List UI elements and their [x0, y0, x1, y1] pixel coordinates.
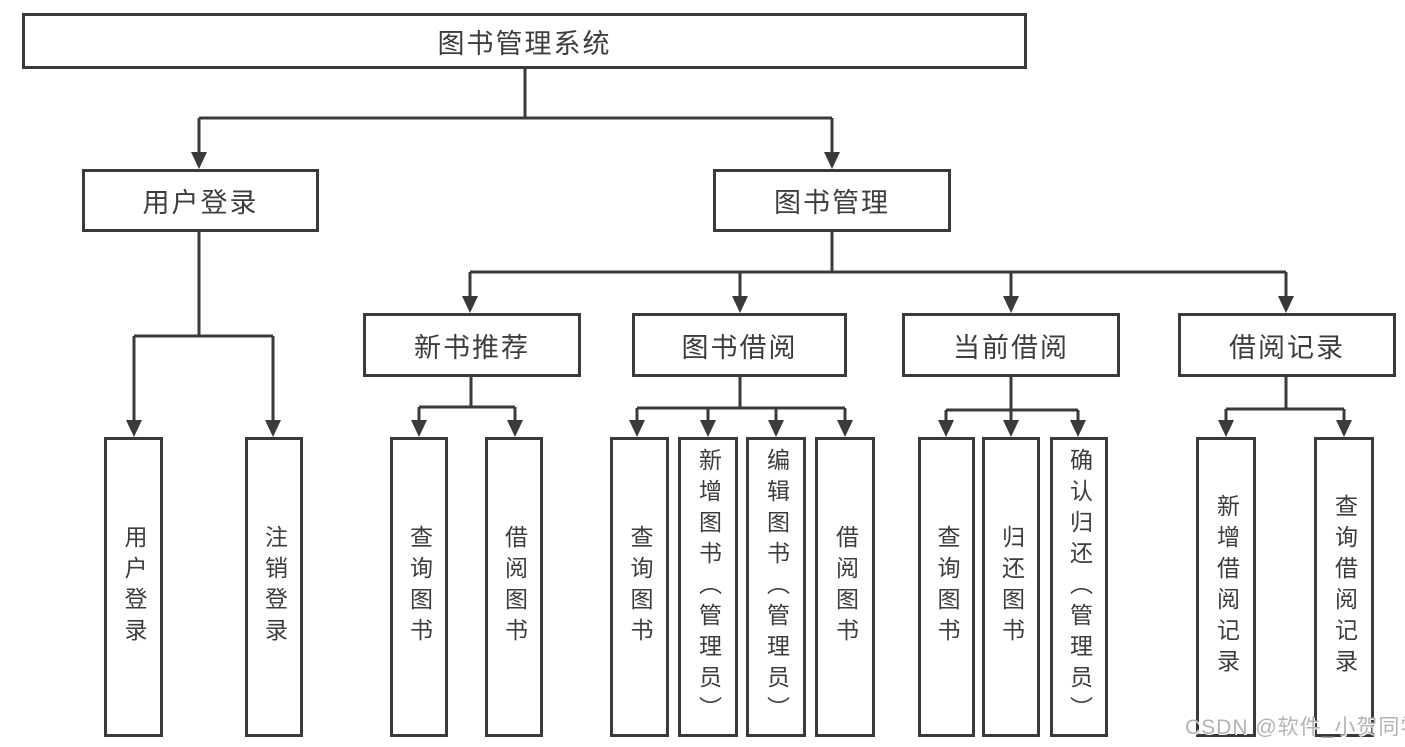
- watermark: CSDN @软件_小贺同学: [1185, 716, 1405, 739]
- node-label: 图书管理: [774, 188, 890, 218]
- node-leaf-query-borrow-record: 查询借阅记录: [1314, 437, 1374, 737]
- node-leaf-logout: 注销登录: [245, 437, 303, 737]
- node-leaf-query-books-recommend: 查询图书: [390, 437, 448, 737]
- node-current-borrowing: 当前借阅: [902, 313, 1120, 377]
- node-label: 编辑图书（管理员）: [763, 447, 790, 727]
- node-label: 图书管理系统: [437, 28, 612, 59]
- node-leaf-query-books-current: 查询图书: [918, 437, 975, 737]
- arrowhead-icons: [126, 152, 1352, 437]
- node-library-management-system: 图书管理系统: [22, 13, 1027, 69]
- node-label: 确认归还（管理员）: [1066, 447, 1093, 727]
- node-label: 新增借阅记录: [1213, 494, 1240, 680]
- node-leaf-query-books-borrowing: 查询图书: [610, 437, 669, 737]
- node-leaf-borrow-books: 借阅图书: [815, 437, 875, 737]
- node-leaf-edit-books-admin: 编辑图书（管理员）: [746, 437, 806, 737]
- node-label: 用户登录: [142, 188, 259, 218]
- node-leaf-confirm-return-admin: 确认归还（管理员）: [1050, 437, 1108, 737]
- node-new-book-recommendation: 新书推荐: [363, 313, 581, 377]
- node-leaf-add-books-admin: 新增图书（管理员）: [678, 437, 738, 737]
- node-label: 归还图书: [998, 525, 1025, 649]
- node-label: 当前借阅: [953, 332, 1069, 363]
- node-label: 查询图书: [627, 525, 653, 649]
- node-book-borrowing: 图书借阅: [632, 313, 847, 377]
- node-label: 查询图书: [406, 525, 433, 649]
- node-label: 新增图书（管理员）: [695, 447, 722, 727]
- node-label: 借阅记录: [1229, 332, 1345, 363]
- node-label: 借阅图书: [832, 525, 859, 649]
- node-label: 用户登录: [121, 525, 147, 649]
- node-label: 查询图书: [934, 525, 960, 649]
- node-leaf-user-login: 用户登录: [104, 437, 163, 737]
- node-label: 新书推荐: [414, 332, 530, 363]
- node-leaf-add-borrow-record: 新增借阅记录: [1196, 437, 1256, 737]
- node-leaf-return-books: 归还图书: [982, 437, 1040, 737]
- node-label: 借阅图书: [501, 525, 528, 649]
- node-borrowing-records: 借阅记录: [1178, 313, 1396, 377]
- node-book-management: 图书管理: [713, 169, 951, 232]
- node-label: 图书借阅: [681, 332, 798, 363]
- node-label: 注销登录: [261, 525, 288, 649]
- node-user-login: 用户登录: [82, 169, 319, 232]
- node-label: 查询借阅记录: [1331, 494, 1358, 680]
- node-leaf-borrow-books-recommend: 借阅图书: [485, 437, 543, 737]
